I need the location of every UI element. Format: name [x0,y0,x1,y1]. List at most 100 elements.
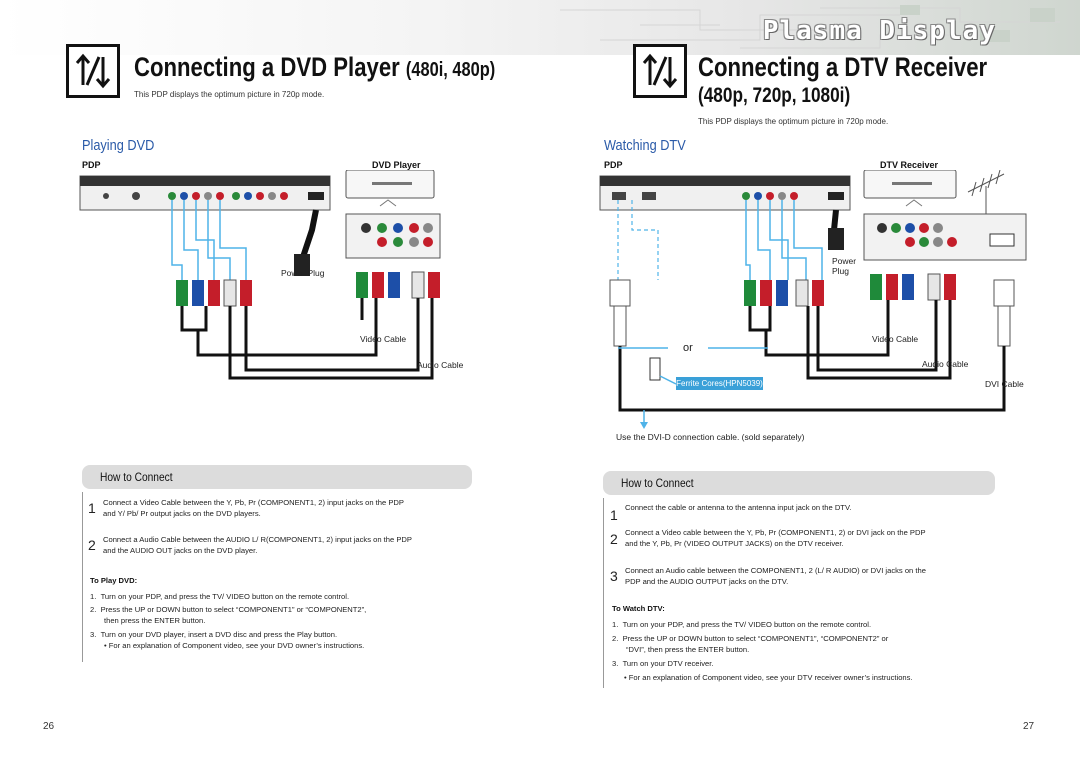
dvi-connector-left [609,279,631,307]
step-num: 1. [90,592,97,601]
step-text: Connect a Video Cable between the Y, Pb,… [103,497,404,519]
pdp-jacks [612,192,844,200]
step-number: 2 [610,531,618,547]
power-plug-label: Power Plug [281,268,325,278]
dvi-connector-right [993,279,1015,307]
step-line: “DVI”, then press the ENTER button. [626,645,750,654]
dtv-connection-diagram [599,170,1027,429]
title-resolution: (480i, 480p) [405,59,496,81]
step-line: Press the UP or DOWN button to select “C… [622,634,889,643]
dvd-jacks [361,223,433,247]
step-number: 1 [610,507,618,523]
dvd-connection-diagram [79,170,441,380]
step-line: and the AUDIO OUT jacks on the DVD playe… [103,546,258,555]
bullet-note: • For an explanation of Component video,… [624,673,913,682]
dvi-dashed-lines [617,200,659,280]
how-to-connect-bar: How to Connect [82,465,472,489]
pdp-side-plugs [744,279,824,307]
watch-step: 1. Turn on your PDP, and press the TV/ V… [612,619,871,630]
or-label: or [683,342,693,354]
dvi-cable-label: DVI Cable [985,379,1024,389]
sub-title: To Watch DTV: [612,604,665,613]
header-banner: Plasma Display [0,0,1080,55]
power-plug [294,254,310,276]
page-number-left: 26 [43,721,55,732]
play-step: 1. Turn on your PDP, and press the TV/ V… [90,591,349,602]
step-line: Turn on your PDP, and press the TV/ VIDE… [100,592,350,601]
page-title-left: Connecting a DVD Player (480i, 480p) [134,52,495,83]
pdp-jacks [103,192,324,200]
ferrite-core [649,357,661,381]
step-line: Turn on your DVD player, insert a DVD di… [100,630,338,639]
dvi-note: Use the DVI-D connection cable. (sold se… [616,432,805,442]
circuit-pattern [560,5,1060,49]
divider [82,492,83,662]
power-cable [299,209,319,261]
pdp-label: PDP [604,160,623,170]
play-step: 3. Turn on your DVD player, insert a DVD… [90,629,337,640]
step-number: 1 [88,500,96,516]
step-line: Turn on your PDP, and press the TV/ VIDE… [622,620,872,629]
connection-icon [633,44,687,98]
step-num: 3. [612,659,619,668]
step-line: PDP and the AUDIO OUTPUT jacks on the DT… [625,577,789,586]
brand-logo: Plasma Display [762,16,996,46]
step-num: 1. [612,620,619,629]
step-line: Connect the cable or antenna to the ante… [625,503,852,512]
step-text: Connect a Audio Cable between the AUDIO … [103,534,412,556]
device-label: DTV Receiver [880,160,939,170]
step-num: 2. [612,634,619,643]
page-number-right: 27 [1023,721,1035,732]
step-line: Connect an Audio cable between the COMPO… [625,566,926,575]
optimum-note: This PDP displays the optimum picture in… [698,117,889,126]
watch-step: 2. Press the UP or DOWN button to select… [612,633,888,655]
step-line: Connect a Audio Cable between the AUDIO … [103,535,412,544]
device-label: DVD Player [372,160,421,170]
play-step: 2. Press the UP or DOWN button to select… [90,604,366,626]
device-side-plugs [870,273,956,301]
how-to-connect-title: How to Connect [621,476,694,490]
step-text: Connect an Audio cable between the COMPO… [625,565,926,587]
audio-cable-label: Audio Cable [417,360,464,370]
arrow-down-icon [640,422,648,429]
dvd-rear-panel [345,213,441,259]
power-cable [831,209,839,231]
section-heading: Playing DVD [82,137,155,154]
title-main: Connecting a DVD Player [134,52,400,82]
bullet-note: • For an explanation of Component video,… [104,641,365,650]
black-cables [180,298,434,380]
step-number: 2 [88,537,96,553]
pdp-label: PDP [82,160,101,170]
how-to-connect-bar: How to Connect [603,471,995,495]
pdp-label-strip [80,176,330,186]
pdp-cables [745,200,823,280]
step-num: 3. [90,630,97,639]
dtv-jacks [877,223,1015,247]
step-line: Press the UP or DOWN button to select “C… [100,605,367,614]
ferrite-cores-label: Ferrite Cores(HPN5039) [676,377,763,390]
title-resolution: (480p, 720p, 1080i) [698,84,851,107]
watch-step: 3. Turn on your DTV receiver. [612,658,713,669]
pdp-side-plugs [176,279,252,307]
step-num: 2. [90,605,97,614]
step-line: and the Y, Pb, Pr (VIDEO OUTPUT JACKS) o… [625,539,844,548]
device-side-plugs [356,271,440,299]
step-line: Connect a Video cable between the Y, Pb,… [625,528,926,537]
step-text: Connect a Video cable between the Y, Pb,… [625,527,926,549]
optimum-note: This PDP displays the optimum picture in… [134,90,325,99]
video-cable-label: Video Cable [872,334,919,344]
step-text: Connect the cable or antenna to the ante… [625,502,851,513]
pdp-cables [171,200,247,280]
divider [603,498,604,688]
step-line: then press the ENTER button. [104,616,206,625]
connection-icon [66,44,120,98]
step-line: Turn on your DTV receiver. [622,659,714,668]
section-heading: Watching DTV [604,137,686,154]
sub-title: To Play DVD: [90,576,138,585]
step-number: 3 [610,568,618,584]
audio-cable-label: Audio Cable [922,359,969,369]
power-plug [828,228,844,250]
step-line: Connect a Video Cable between the Y, Pb,… [103,498,404,507]
step-line: and Y/ Pb/ Pr output jacks on the DVD pl… [103,509,261,518]
